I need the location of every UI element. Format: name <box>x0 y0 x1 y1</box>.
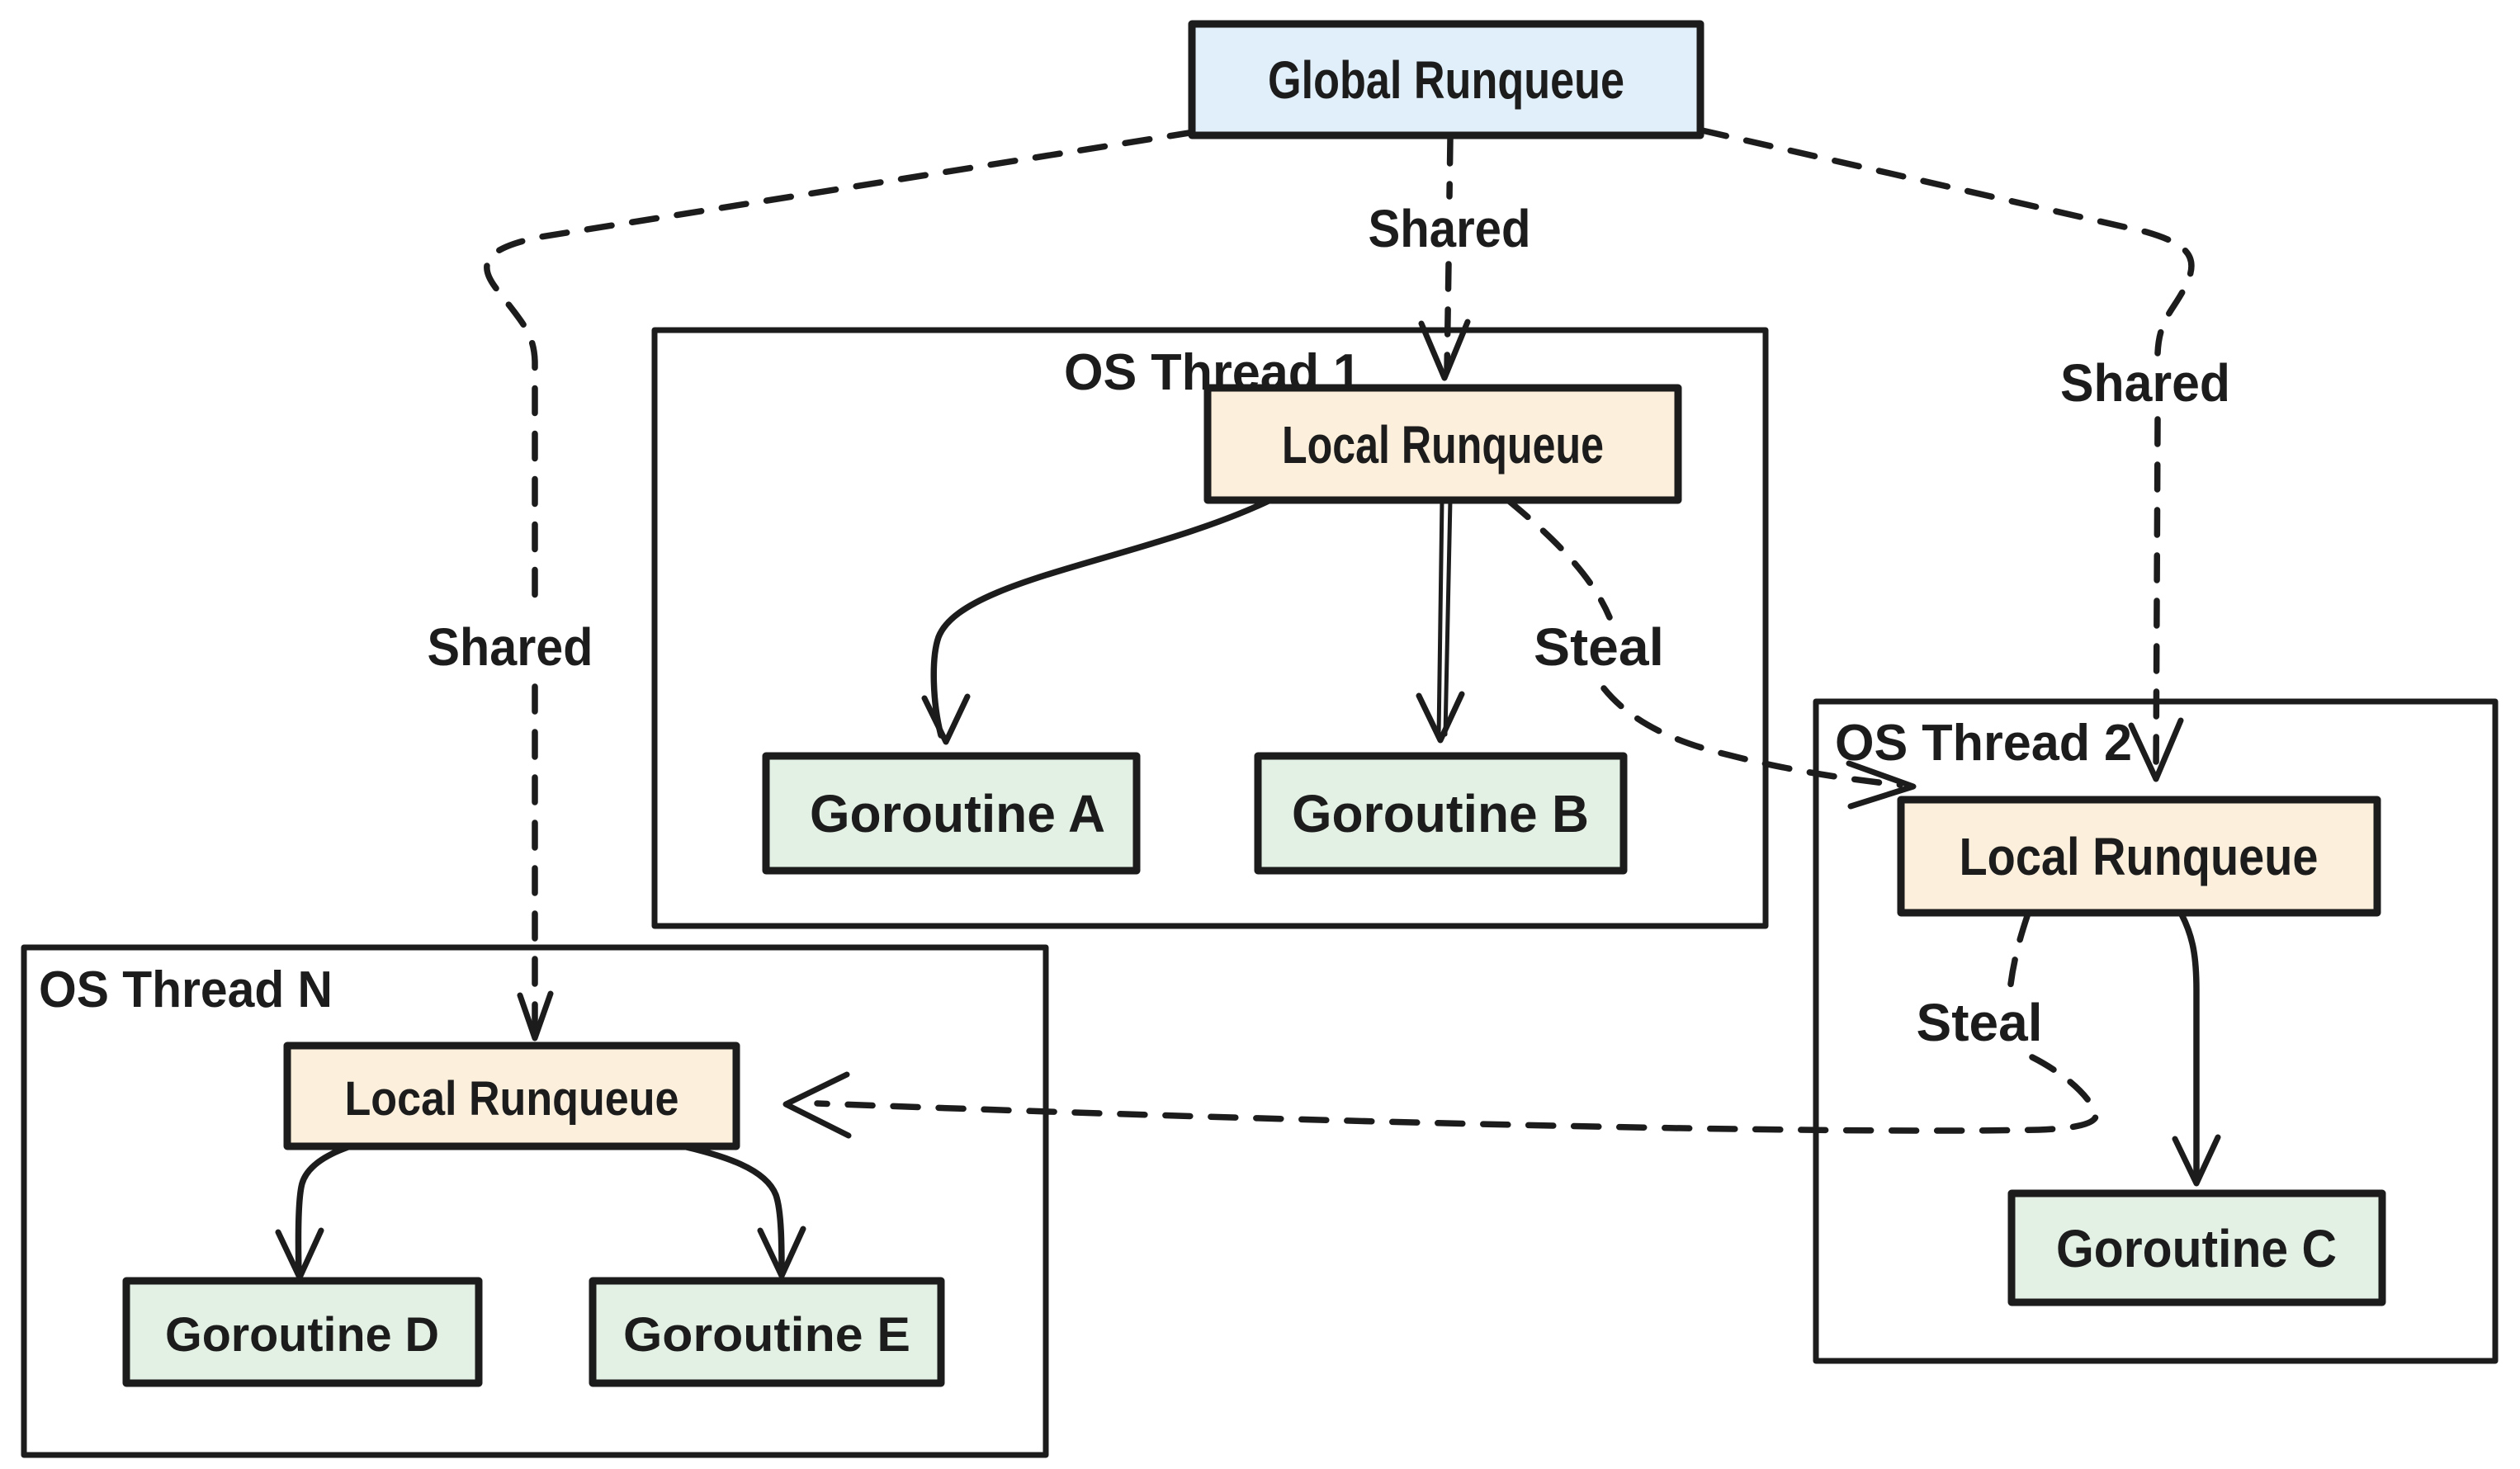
svg-text:Shared: Shared <box>2060 353 2230 413</box>
svg-text:Goroutine C: Goroutine C <box>2056 1219 2337 1278</box>
svg-text:OS Thread 2: OS Thread 2 <box>1835 715 2132 772</box>
svg-text:Goroutine D: Goroutine D <box>165 1308 439 1362</box>
svg-text:Goroutine A: Goroutine A <box>810 784 1105 843</box>
svg-text:OS Thread 1: OS Thread 1 <box>1064 344 1361 401</box>
svg-text:Global Runqueue: Global Runqueue <box>1268 50 1624 110</box>
svg-text:Local Runqueue: Local Runqueue <box>1960 827 2319 886</box>
svg-text:Local Runqueue: Local Runqueue <box>1282 415 1604 475</box>
svg-text:Shared: Shared <box>428 617 593 677</box>
svg-text:Goroutine B: Goroutine B <box>1292 784 1589 843</box>
svg-text:Goroutine E: Goroutine E <box>623 1308 910 1362</box>
svg-text:OS Thread N: OS Thread N <box>39 961 333 1018</box>
svg-text:Steal: Steal <box>1534 617 1664 677</box>
svg-text:Shared: Shared <box>1369 199 1531 258</box>
svg-text:Local Runqueue: Local Runqueue <box>345 1072 679 1126</box>
svg-text:Steal: Steal <box>1917 993 2043 1052</box>
